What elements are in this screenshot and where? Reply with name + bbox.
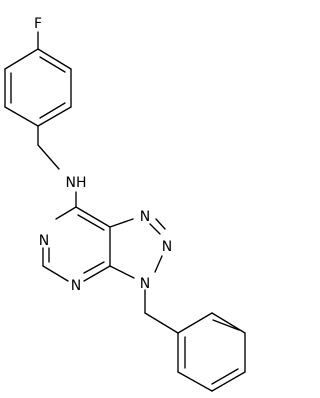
bond-phenyl-6	[177, 312, 213, 334]
atom-label-ring-n4: N	[71, 278, 81, 294]
atom-label-ring-n6: N	[39, 233, 49, 249]
atom-label-triazole-n3: N	[140, 276, 150, 292]
atom-label-layer: F NH N N N N N	[34, 16, 172, 294]
bond-c7-c7a	[75, 206, 111, 228]
bond-pyrimidine-inner-2	[83, 261, 105, 274]
bond-n1t-n2t-a	[149, 223, 161, 235]
bond-pyrimidine-inner-1	[77, 214, 105, 231]
atom-label-fluorine: F	[34, 16, 42, 32]
bond-fluorophenyl-3	[37, 106, 72, 127]
bond-fluorophenyl-6	[4, 48, 39, 70]
atom-label-triazole-n2: N	[162, 239, 172, 255]
atom-label-amine: NH	[66, 175, 87, 191]
bond-n2t-n3t	[154, 255, 163, 273]
molecule-structure: F NH N N N N N	[4, 16, 246, 392]
atom-label-triazole-n1: N	[140, 209, 150, 225]
bond-phenyl-inner-2	[211, 368, 239, 385]
bond-n4-c5	[42, 265, 69, 282]
bond-phenyl-5	[211, 312, 246, 334]
bond-ch2-nh	[37, 144, 60, 170]
bond-n3t-c3a	[109, 265, 135, 279]
bond-fluorophenyl-inner-2	[39, 102, 66, 119]
bond-n6-c7	[55, 206, 77, 220]
bond-fluorophenyl-4	[4, 106, 39, 127]
bond-c3a-n4	[83, 265, 111, 282]
bond-c7a-n1t	[109, 218, 134, 228]
bond-layer	[4, 31, 246, 392]
bond-phenyl-2	[177, 371, 213, 392]
bond-phenyl-3	[211, 371, 246, 392]
bond-fluorophenyl-1	[37, 48, 72, 70]
bond-ch2-phenyl	[144, 312, 179, 334]
bond-fluorophenyl-inner-1	[39, 56, 66, 73]
bond-phenyl-inner-3	[212, 319, 240, 331]
bond-n1t-n2t-b	[155, 218, 166, 230]
